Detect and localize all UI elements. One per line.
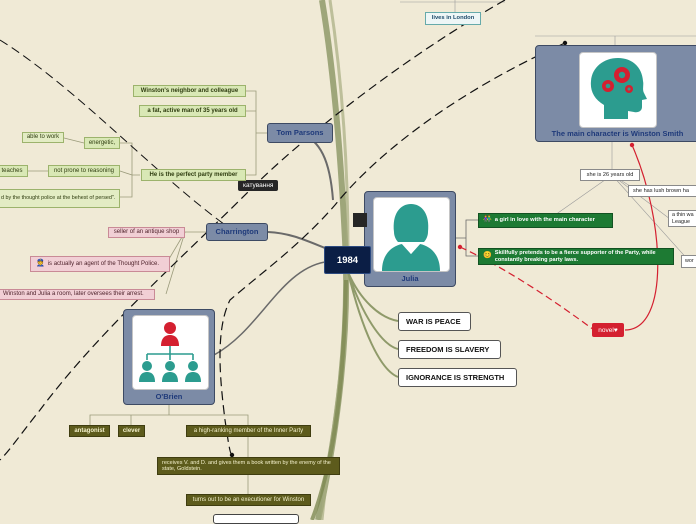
relation-red <box>624 144 659 331</box>
charrington-item-agent[interactable]: 👮 is actually an agent of the Thought Po… <box>30 256 170 272</box>
obrien-tag-clever[interactable]: clever <box>118 425 145 437</box>
smile-icon: 😊 <box>483 252 492 260</box>
central-topic[interactable]: 1984 <box>324 246 371 274</box>
winston-facts-tree <box>554 142 691 263</box>
winston-card[interactable]: The main character is Winston Smith <box>535 45 696 142</box>
julia-trait-pretend-text: Skillfully pretends to be a fierce suppo… <box>494 250 656 263</box>
woman-icon <box>382 204 440 271</box>
tooltip-torture: катування <box>238 180 279 191</box>
tom-tree <box>28 90 267 198</box>
julia-card[interactable]: Julia <box>364 191 456 287</box>
tom-sub-teaches[interactable]: teaches <box>0 165 28 177</box>
julia-tree <box>456 219 478 257</box>
winston-lives-in-london[interactable]: lives in London <box>425 12 481 25</box>
obrien-item-inner-party[interactable]: a high-ranking member of the Inner Party <box>186 425 311 437</box>
obrien-item-book[interactable]: receives V. and D. and gives them a book… <box>157 457 340 475</box>
tom-sub-reasoning[interactable]: not prone to reasoning <box>48 165 120 177</box>
relation-badge-novel[interactable]: novel♥ <box>592 323 624 337</box>
winston-top <box>400 0 696 46</box>
obrien-tag-antagonist[interactable]: antagonist <box>69 425 110 437</box>
hierarchy-icon <box>139 322 201 382</box>
tom-sub-arrested[interactable]: d by the thought police at the behest of… <box>0 189 120 208</box>
charrington-item-seller[interactable]: seller of an antique shop <box>108 227 185 238</box>
obrien-tree <box>89 405 249 494</box>
link-mottos <box>347 271 399 378</box>
couple-icon: 👫 <box>483 216 492 224</box>
relation-dashed-2 <box>0 0 506 461</box>
relation-dashed-3 <box>0 39 236 233</box>
motto-ignorance-strength[interactable]: IGNORANCE IS STRENGTH <box>398 368 517 387</box>
winston-label: The main character is Winston Smith <box>551 129 684 138</box>
motto-freedom-slavery[interactable]: FREEDOM IS SLAVERY <box>398 340 501 359</box>
julia-portrait <box>373 197 450 272</box>
tom-item-neighbor[interactable]: Winston's neighbor and colleague <box>133 85 246 97</box>
obrien-card[interactable]: O'Brien <box>123 309 215 405</box>
winston-fact-league[interactable]: a thin wa League <box>668 210 696 227</box>
winston-fact-hair[interactable]: she has lush brown ha <box>628 185 696 197</box>
julia-label: Julia <box>401 274 419 283</box>
central-shadow <box>353 213 367 227</box>
character-charrington[interactable]: Charrington <box>206 223 268 241</box>
relation-dashed-1 <box>219 42 566 456</box>
trunk-branch-3 <box>310 279 348 520</box>
tom-sub-energetic[interactable]: energetic, <box>84 137 120 149</box>
julia-trait-love-text: a girl in love with the main character <box>494 217 595 224</box>
link-charrington <box>267 231 326 249</box>
obrien-item-executioner[interactable]: turns out to be an executioner for Winst… <box>186 494 311 506</box>
link-obrien <box>213 261 326 356</box>
link-tom <box>299 132 334 201</box>
winston-portrait <box>579 52 657 128</box>
winston-fact-work[interactable]: wor <box>681 255 696 268</box>
motto-war-peace[interactable]: WAR IS PEACE <box>398 312 471 331</box>
charrington-tree <box>165 231 206 295</box>
tom-item-fat-man[interactable]: a fat, active man of 35 years old <box>139 105 246 117</box>
charrington-item-room[interactable]: Winston and Julia a room, later oversees… <box>0 289 155 300</box>
tom-sub-able[interactable]: able to work <box>22 132 64 143</box>
obrien-portrait <box>132 315 209 390</box>
partial-bottom-node <box>213 514 299 524</box>
tom-item-perfect-member[interactable]: He is the perfect party member <box>141 169 246 181</box>
julia-trait-pretend[interactable]: 😊 Skillfully pretends to be a fierce sup… <box>478 248 674 265</box>
julia-trait-love[interactable]: 👫 a girl in love with the main character <box>478 213 613 228</box>
character-tom-parsons[interactable]: Tom Parsons <box>267 123 333 143</box>
obrien-label: O'Brien <box>155 392 183 401</box>
police-icon: 👮 <box>36 259 45 267</box>
head-gears-icon <box>590 58 647 119</box>
relation-red-dashed <box>459 246 595 331</box>
winston-fact-age[interactable]: she is 26 years old <box>580 169 640 181</box>
charrington-item-agent-text: is actually an agent of the Thought Poli… <box>47 260 160 267</box>
